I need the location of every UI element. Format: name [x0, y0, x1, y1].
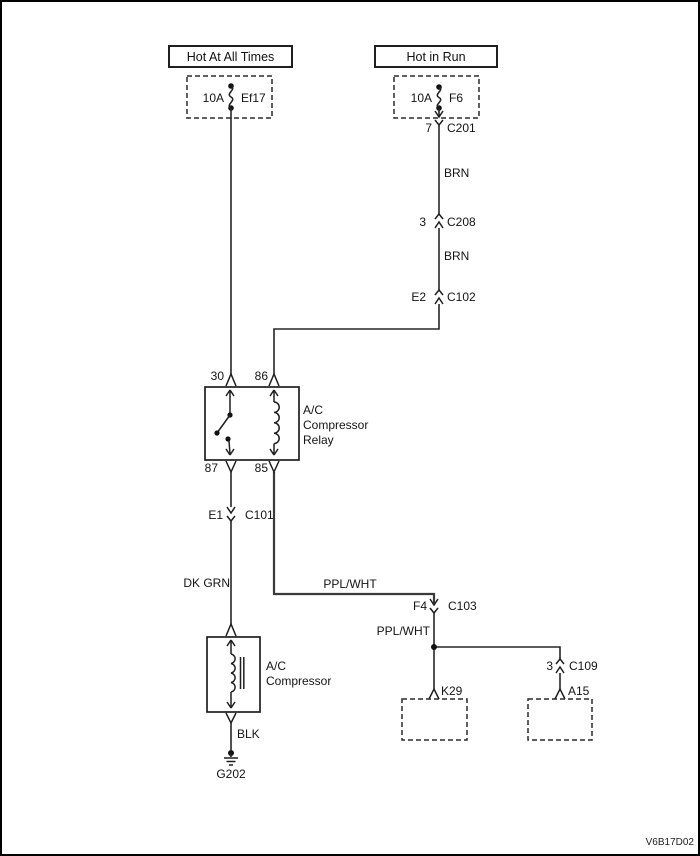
connector-name: C102: [447, 290, 476, 304]
fuse-element-icon: [436, 86, 442, 109]
connector-arrow-icon: [434, 110, 444, 119]
wire-color-label: BRN: [444, 249, 469, 263]
splice-junction-dot: [431, 644, 437, 650]
fuse-box: [186, 75, 273, 119]
connector-chevron-icon: [434, 288, 444, 296]
fuse-element-icon: [228, 85, 234, 109]
relay-name-line3: Relay: [303, 433, 334, 447]
pin-terminal-icon: [268, 372, 280, 387]
connector-name: C109: [569, 659, 598, 673]
relay-switch-input-arrow-icon: [225, 389, 235, 413]
ground-label: G202: [216, 767, 246, 781]
relay-pin-85: 85: [255, 461, 269, 475]
connector-c208: 3 C208: [419, 212, 476, 229]
pin-terminal-icon: [268, 460, 280, 474]
connector-pin: E2: [411, 290, 426, 304]
rail-label: Hot At All Times: [187, 50, 275, 64]
terminal-box: [527, 698, 593, 741]
relay-switch-blade-icon: [216, 414, 231, 434]
relay-switch-output-arrow-icon: [225, 440, 235, 456]
relay-pin-87: 87: [205, 461, 219, 475]
ground-icon: [224, 753, 238, 766]
wire-color-label: PPL/WHT: [323, 577, 377, 591]
compressor-input-arrow-icon: [226, 639, 236, 654]
connector-name: C103: [448, 599, 477, 613]
relay-name-line1: A/C: [303, 403, 323, 417]
connector-pin: E1: [208, 508, 223, 522]
connector-pin: 7: [425, 121, 432, 135]
connector-arrow-icon: [434, 296, 444, 305]
wire-color-label: PPL/WHT: [377, 624, 431, 638]
connector-c102: E2 C102: [411, 288, 476, 305]
fuse-ef17: 10A Ef17: [186, 75, 273, 119]
connector-c101: E1 C101: [208, 506, 274, 523]
rail-box: [168, 45, 293, 68]
wiring: [230, 108, 561, 750]
wire-color-label: BRN: [444, 166, 469, 180]
wire-color-label: DK GRN: [183, 576, 230, 590]
power-rail-hot-at-all-times: Hot At All Times: [168, 45, 293, 68]
relay-box: [204, 386, 300, 461]
terminal-k29: K29: [401, 684, 468, 741]
connector-arrow-icon: [226, 506, 236, 515]
compressor-name-line2: Compressor: [266, 674, 331, 688]
connector-arrow-icon: [429, 598, 439, 607]
connector-arrow-icon: [555, 665, 565, 674]
pin-terminal-icon: [554, 687, 566, 700]
relay-coil-input-arrow-icon: [269, 389, 279, 402]
connector-c109: 3 C109: [546, 657, 598, 674]
fuse-rating: 10A: [411, 91, 432, 105]
pin-terminal-icon: [225, 372, 237, 387]
connector-chevron-icon: [429, 607, 439, 615]
fuse-rating: 10A: [203, 91, 224, 105]
relay-coil-output-arrow-icon: [269, 443, 279, 456]
ac-compressor: A/C Compressor: [206, 622, 331, 725]
compressor-name-line1: A/C: [266, 659, 286, 673]
connector-arrow-icon: [434, 220, 444, 229]
relay-name-line2: Compressor: [303, 418, 368, 432]
fuse-name: Ef17: [241, 91, 266, 105]
ground-g202: G202: [216, 750, 246, 781]
rail-label: Hot in Run: [406, 50, 465, 64]
connector-pin: 3: [419, 215, 426, 229]
connector-chevron-icon: [555, 657, 565, 665]
terminal-box: [401, 698, 468, 741]
connector-name: C101: [245, 508, 274, 522]
diagram-code: V6B17D02: [646, 837, 695, 848]
compressor-output-arrow-icon: [226, 692, 236, 709]
connector-name: C208: [447, 215, 476, 229]
pin-terminal-icon: [225, 712, 237, 725]
fuse-f6: 10A F6: [393, 75, 480, 119]
compressor-coil-icon: [230, 653, 236, 693]
pin-terminal-icon: [428, 687, 440, 700]
connector-c103: F4 C103: [413, 598, 477, 615]
connector-name: C201: [447, 121, 476, 135]
connector-chevron-icon: [434, 212, 444, 220]
power-rail-hot-in-run: Hot in Run: [374, 45, 498, 68]
relay-pin-86: 86: [255, 369, 269, 383]
pin-terminal-icon: [225, 622, 237, 637]
pin-terminal-icon: [225, 460, 237, 474]
relay-coil-icon: [273, 401, 280, 445]
relay-pin-30: 30: [211, 369, 225, 383]
connector-c201: 7 C201: [425, 110, 476, 135]
connector-pin: 3: [546, 659, 553, 673]
terminal-a15: A15: [527, 684, 593, 741]
wire-color-label: BLK: [237, 727, 260, 741]
connector-chevron-icon: [434, 119, 444, 127]
terminal-label: A15: [568, 684, 590, 698]
ac-compressor-relay: 30 86 A/C Compressor Relay 87 85: [204, 369, 368, 475]
fuse-box: [393, 75, 480, 119]
terminal-label: K29: [441, 684, 463, 698]
compressor-box: [206, 636, 261, 713]
connector-chevron-icon: [226, 515, 236, 523]
rail-box: [374, 45, 498, 68]
compressor-clutch-bars-icon: [239, 657, 245, 689]
connector-pin: F4: [413, 599, 427, 613]
fuse-name: F6: [449, 91, 463, 105]
